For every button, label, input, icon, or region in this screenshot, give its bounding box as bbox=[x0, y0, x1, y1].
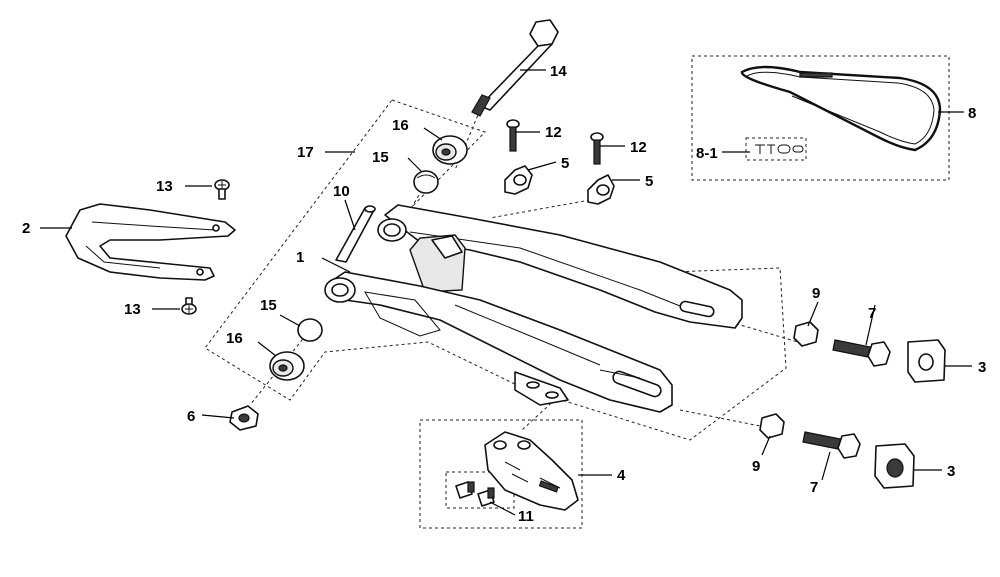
leader-lines bbox=[40, 69, 972, 516]
callout-2: 2 bbox=[22, 220, 30, 237]
callout-10: 10 bbox=[333, 183, 350, 200]
screw-13-bottom bbox=[181, 297, 197, 315]
spacer-15-bottom bbox=[297, 318, 323, 342]
pivot-sleeve-10 bbox=[335, 205, 376, 263]
callout-15-top: 15 bbox=[372, 149, 389, 166]
clamp-5-right bbox=[587, 174, 615, 205]
chain-slider bbox=[65, 203, 236, 281]
callout-8-1: 8-1 bbox=[696, 145, 718, 162]
callout-3-top: 3 bbox=[978, 359, 986, 376]
callout-16-top: 16 bbox=[392, 117, 409, 134]
clamp-5-left bbox=[504, 165, 533, 195]
swingarm bbox=[324, 204, 743, 413]
callout-3-bottom: 3 bbox=[947, 463, 955, 480]
group-8-1-outline bbox=[745, 137, 807, 161]
callout-14: 14 bbox=[550, 63, 567, 80]
adjuster-block-3-top bbox=[907, 339, 946, 383]
callout-labels: 1 2 3 3 4 5 5 6 7 7 8 8-1 9 9 10 11 12 1… bbox=[22, 63, 986, 525]
callout-5-right: 5 bbox=[645, 173, 653, 190]
screw-11 bbox=[455, 481, 495, 507]
callout-1: 1 bbox=[296, 249, 304, 266]
callout-13-top: 13 bbox=[156, 178, 173, 195]
bolt-12-right bbox=[590, 132, 604, 165]
nut-9-bottom bbox=[759, 413, 785, 439]
callout-7-bottom: 7 bbox=[810, 479, 818, 496]
adjuster-bolt-7-top bbox=[832, 339, 891, 367]
callout-13-bottom: 13 bbox=[124, 301, 141, 318]
pivot-bolt-14 bbox=[471, 19, 559, 117]
callout-12-left: 12 bbox=[545, 124, 562, 141]
bearing-16-top bbox=[432, 135, 468, 165]
group-4-outline bbox=[419, 419, 583, 529]
nut-9-top bbox=[793, 321, 819, 347]
callout-16-bottom: 16 bbox=[226, 330, 243, 347]
adjuster-block-3-bottom bbox=[874, 443, 915, 489]
callout-17: 17 bbox=[297, 144, 314, 161]
screw-13-top bbox=[214, 179, 230, 200]
group-8-outline bbox=[691, 55, 950, 181]
callout-5-left: 5 bbox=[561, 155, 569, 172]
nut-6 bbox=[229, 405, 259, 431]
callout-7-top: 7 bbox=[868, 305, 876, 322]
drive-chain-8 bbox=[740, 65, 942, 152]
spacer-15-top bbox=[413, 170, 439, 194]
callout-15-bottom: 15 bbox=[260, 297, 277, 314]
callout-11: 11 bbox=[518, 508, 534, 525]
adjuster-bolt-7-bottom bbox=[802, 431, 861, 459]
chain-guide-4 bbox=[484, 431, 579, 511]
bolt-12-left bbox=[506, 119, 520, 152]
callout-12-right: 12 bbox=[630, 139, 647, 156]
callout-8: 8 bbox=[968, 105, 976, 122]
callout-6: 6 bbox=[187, 408, 195, 425]
group-outlines bbox=[204, 55, 950, 529]
bearing-16-bottom bbox=[269, 351, 305, 381]
master-link-8-1 bbox=[755, 144, 804, 154]
callout-9-top: 9 bbox=[812, 285, 820, 302]
callout-9-bottom: 9 bbox=[752, 458, 760, 475]
callout-4: 4 bbox=[617, 467, 626, 484]
